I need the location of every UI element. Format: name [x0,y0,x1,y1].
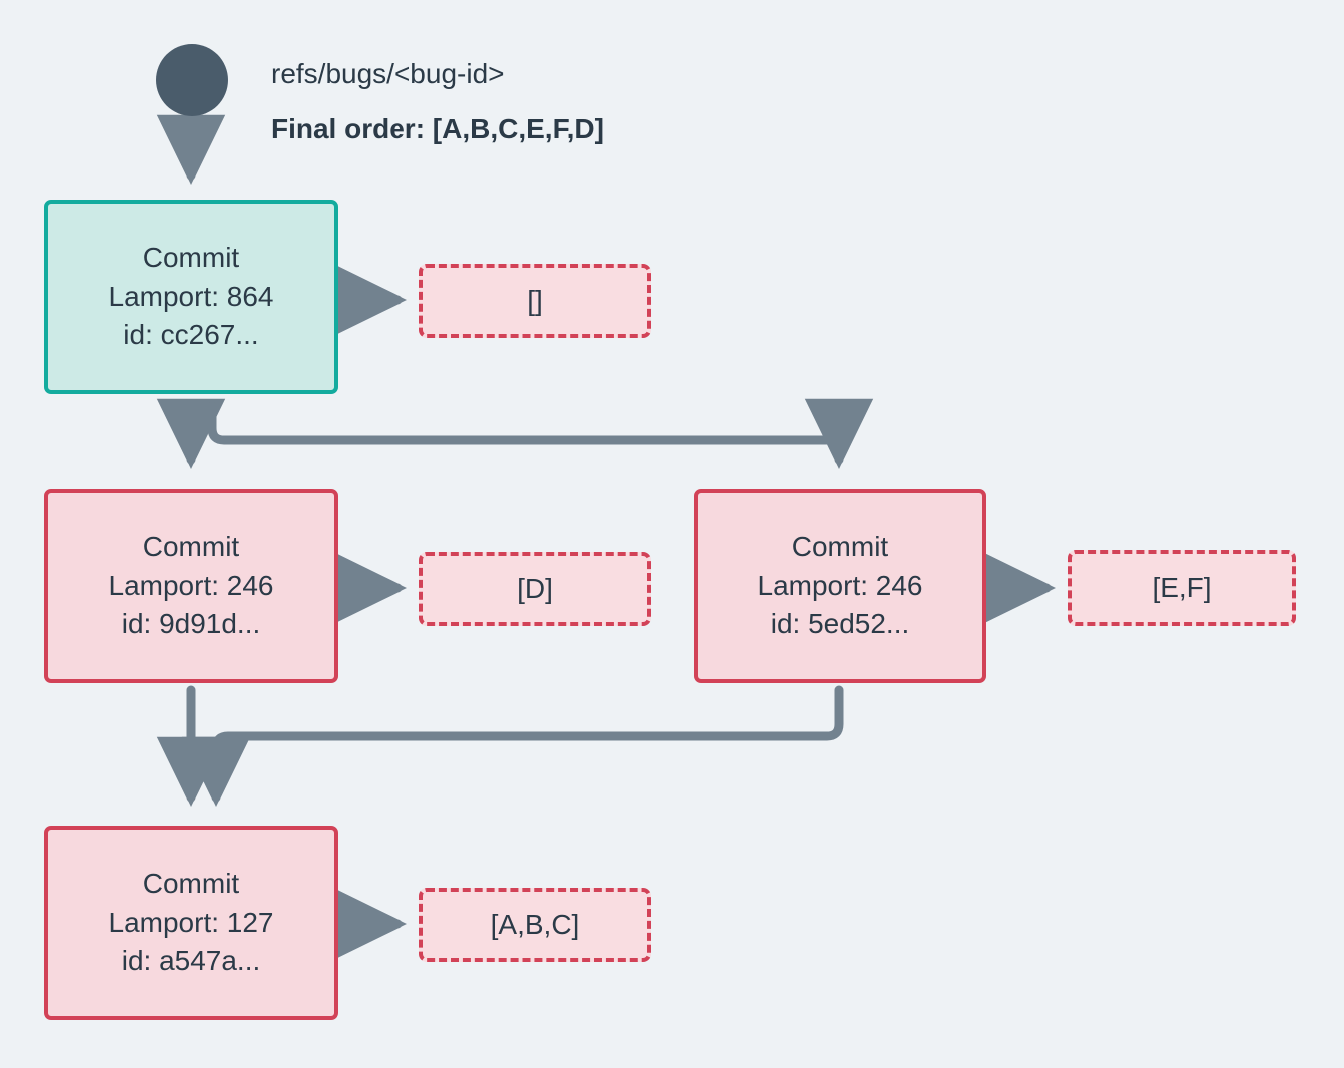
commit-title: Commit [791,531,889,563]
ops-label: [] [527,284,543,316]
ref-label: refs/bugs/<bug-id> [271,58,505,89]
commit-id: id: 5ed52... [770,608,910,640]
ops-label: [A,B,C] [490,908,580,940]
commit-node-9d91d[interactable]: Commit Lamport: 246 id: 9d91d... [44,489,338,683]
ops-node-abc[interactable]: [A,B,C] [419,888,651,962]
commit-lamport: Lamport: 864 [108,280,274,312]
commit-lamport: Lamport: 246 [108,569,274,601]
final-order-label: Final order: [A,B,C,E,F,D] [271,113,604,144]
ops-label: [E,F] [1152,571,1212,603]
edge-commit-5ed52-to-commit-a547a [181,685,844,807]
root-dot [156,44,228,116]
commit-node-a547a[interactable]: Commit Lamport: 127 id: a547a... [44,826,338,1020]
commit-lamport: Lamport: 246 [757,569,923,601]
commit-id: id: cc267... [123,319,259,351]
edge-commit-cc267-to-commit-5ed52 [207,398,874,469]
commit-node-cc267[interactable]: Commit Lamport: 864 id: cc267... [44,200,338,394]
commit-title: Commit [142,531,240,563]
commit-title: Commit [142,242,240,274]
ops-label: [D] [517,572,553,604]
commit-title: Commit [142,868,240,900]
commit-id: id: a547a... [121,945,261,977]
commit-node-5ed52[interactable]: Commit Lamport: 246 id: 5ed52... [694,489,986,683]
ops-node-d[interactable]: [D] [419,552,651,626]
ops-node-ef[interactable]: [E,F] [1068,550,1296,626]
ops-node-empty[interactable]: [] [419,264,651,338]
commit-id: id: 9d91d... [121,608,261,640]
commit-lamport: Lamport: 127 [108,906,274,938]
